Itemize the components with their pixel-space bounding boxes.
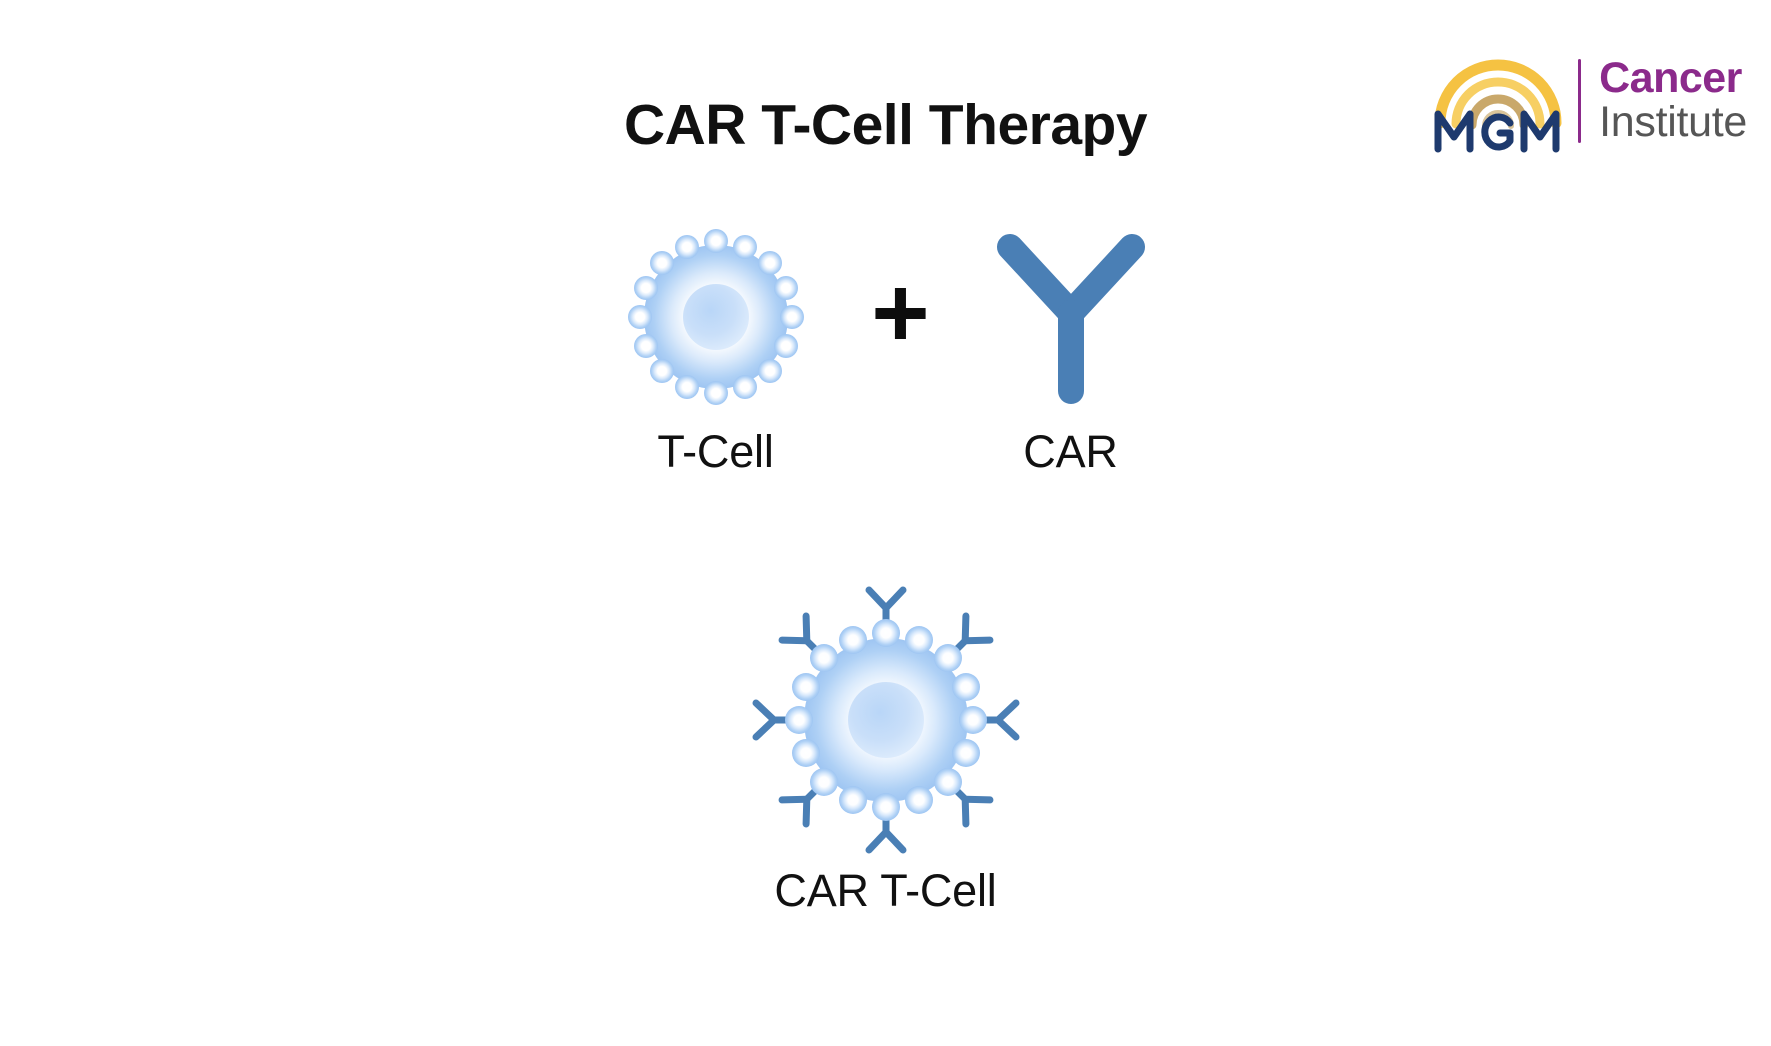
diagram-item-car: CAR xyxy=(986,225,1156,478)
cell-nucleus xyxy=(682,284,749,350)
diagram-result-car-t-cell: CAR T-Cell xyxy=(0,585,1771,917)
t-cell-icon xyxy=(616,225,816,410)
plus-operator: + xyxy=(816,225,986,461)
brand-line-institute: Institute xyxy=(1599,98,1747,146)
mgm-logo-svg xyxy=(1434,59,1562,153)
mgm-arcs-logo xyxy=(1432,49,1564,153)
car-t-cell-svg xyxy=(752,586,1019,854)
plus-glyph: + xyxy=(871,256,930,369)
car-t-cell-icon xyxy=(741,585,1031,855)
t-cell-svg xyxy=(627,229,804,405)
equation-row: T-Cell + CAR xyxy=(0,225,1771,478)
page-title: CAR T-Cell Therapy xyxy=(623,93,1148,157)
car-antibody-svg xyxy=(996,234,1145,404)
car-antibody-icon xyxy=(986,225,1156,410)
plus-icon: + xyxy=(816,225,986,400)
brand-logo: Cancer Institute xyxy=(1432,46,1747,156)
brand-divider xyxy=(1578,59,1582,143)
car-t-cell-label: CAR T-Cell xyxy=(774,865,997,916)
car-label: CAR xyxy=(1023,426,1118,477)
cell-nucleus xyxy=(847,682,924,758)
brand-wordmark: Cancer Institute xyxy=(1599,54,1747,146)
t-cell-label: T-Cell xyxy=(657,426,774,477)
brand-line-cancer: Cancer xyxy=(1599,54,1742,103)
diagram-item-t-cell: T-Cell xyxy=(616,225,816,478)
